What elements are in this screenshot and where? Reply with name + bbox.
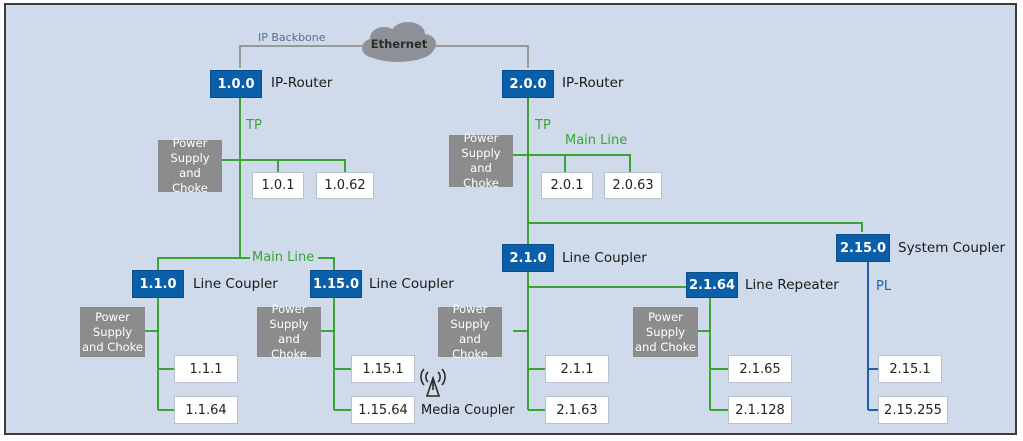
device-box: 2.1.128 [728,396,792,424]
power-supply-choke: Power Supply and Choke [80,307,145,357]
line-coupler-label: Line Coupler [193,276,278,292]
tp-line [222,159,346,172]
device-box: 2.15.1 [878,355,942,383]
router-2-label: IP-Router [562,75,624,91]
main-line-1 [318,257,335,270]
ethernet-label: Ethernet [370,37,428,51]
power-supply-choke: Power Supply and Choke [449,131,513,190]
line-coupler-address: 1.15.0 [310,270,362,298]
device-box: 1.15.1 [351,355,415,383]
system-coupler-address: 2.15.0 [836,234,890,262]
line-coupler-label: Line Coupler [369,276,454,292]
device-box: 1.0.62 [316,172,374,199]
main-line-2 [513,154,631,172]
main-line-1 [157,257,250,270]
main-line-label: Main Line [252,250,315,265]
antenna-icon [420,368,446,397]
system-coupler-label: System Coupler [898,240,1006,256]
router-2-medium: TP [535,118,551,133]
media-coupler-label: Media Coupler [421,403,515,418]
tp-line [528,222,863,232]
main-line-label: Main Line [565,133,628,148]
backbone-line [434,45,529,68]
power-supply-choke: Power Supply and Choke [633,307,698,357]
line-coupler-label: Line Coupler [562,250,647,266]
device-box: 2.1.1 [545,355,609,383]
device-box: 1.0.1 [252,172,304,199]
device-box: 1.1.1 [174,355,238,383]
line-repeater-label: Line Repeater [745,277,839,293]
router-1-label: IP-Router [271,75,333,91]
power-supply-choke: Power Supply and Choke [438,302,502,361]
router-2-address: 2.0.0 [502,70,554,98]
router-1-address: 1.0.0 [210,70,262,98]
pl-label: PL [876,279,892,294]
router-1-medium: TP [246,118,262,133]
device-box: 2.0.63 [604,172,662,199]
cloud-icon [362,22,436,62]
line-coupler-address: 1.1.0 [132,270,184,298]
line-coupler-address: 2.1.0 [502,244,554,272]
device-box: 2.0.1 [541,172,593,199]
device-box: 1.1.64 [174,396,238,424]
line-repeater-address: 2.1.64 [686,272,738,298]
power-supply-choke: Power Supply and Choke [158,136,222,195]
device-box: 2.1.65 [728,355,792,383]
device-box: 1.15.64 [351,396,415,424]
backbone-line [239,45,362,68]
device-box: 2.15.255 [878,396,948,424]
backbone-label: IP Backbone [258,31,326,44]
device-box: 2.1.63 [545,396,609,424]
power-supply-choke: Power Supply and Choke [257,302,321,361]
